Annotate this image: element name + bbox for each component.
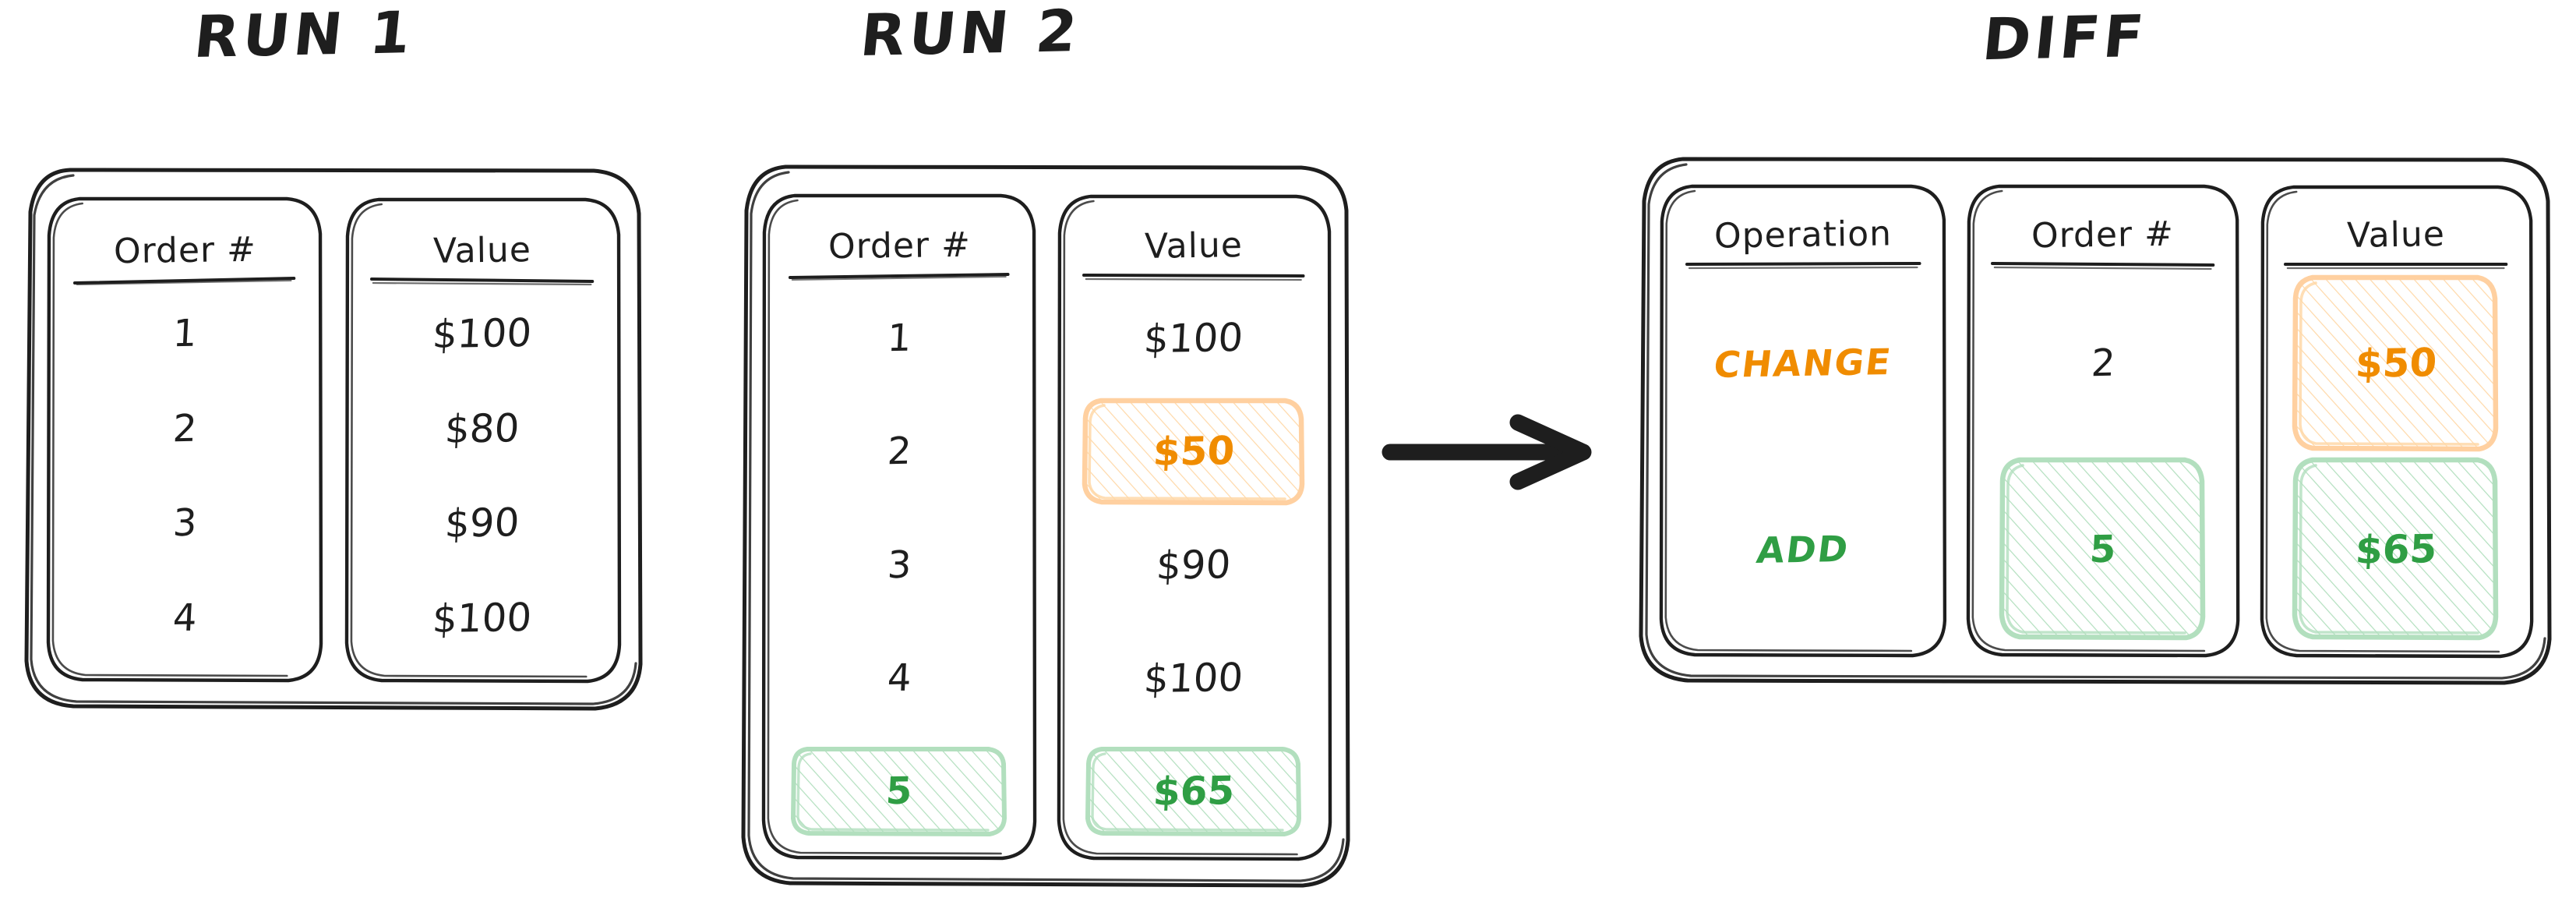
panel-diff: Operation CHANGE ADD xyxy=(1636,154,2556,685)
cell-value: 3 xyxy=(886,543,912,587)
header-underline xyxy=(1082,270,1305,281)
cell-value: $90 xyxy=(1155,541,1233,589)
table-cell-changed: $50 xyxy=(1064,394,1323,507)
header-underline xyxy=(72,275,296,286)
table-cell: $90 xyxy=(352,476,612,571)
panel-run2: Order # 1 2 xyxy=(739,162,1354,889)
cell-value: 1 xyxy=(171,311,198,356)
table-cell: 2 xyxy=(770,394,1029,507)
cell-value: $65 xyxy=(1152,768,1236,815)
cell-value: $65 xyxy=(2354,525,2438,573)
cell-value: $50 xyxy=(1152,428,1236,475)
cell-value: 4 xyxy=(886,656,912,701)
table-cell: 4 xyxy=(770,621,1029,734)
column-header: Value xyxy=(2346,214,2446,256)
column-header: Order # xyxy=(113,229,256,272)
column-value: Value $100 xyxy=(1055,192,1332,862)
column-header: Value xyxy=(432,230,532,271)
panel-run1: Order # 1 2 xyxy=(22,165,645,711)
cell-value: $100 xyxy=(1142,314,1245,362)
header-underline xyxy=(370,275,595,286)
header-underline xyxy=(1685,260,1921,270)
cell-value: $80 xyxy=(443,405,521,452)
table-cell: 1 xyxy=(55,286,315,381)
cell-value: $90 xyxy=(443,500,521,547)
table-cell: 1 xyxy=(770,281,1029,394)
header-underline xyxy=(2284,260,2508,270)
table-cell: 2 xyxy=(55,381,315,476)
table-cell-operation: ADD xyxy=(1666,457,1940,643)
table-cell: $100 xyxy=(1064,621,1323,734)
arrow-right-icon xyxy=(1379,405,1613,499)
table-cell: $100 xyxy=(352,286,612,381)
column-header: Operation xyxy=(1713,214,1893,256)
table-cell: 2 xyxy=(1973,270,2233,457)
cell-value: 5 xyxy=(2088,527,2118,572)
panel-title-run2: RUN 2 xyxy=(857,0,1084,69)
table-cell-changed: $50 xyxy=(2266,270,2526,457)
cell-value: 1 xyxy=(886,316,912,360)
cell-value: 2 xyxy=(886,429,912,474)
operation-label: ADD xyxy=(1754,527,1852,571)
column-header: Order # xyxy=(827,224,971,267)
cell-value: $100 xyxy=(1142,654,1245,702)
table-cell-added: $65 xyxy=(2266,457,2526,643)
table-cell: 3 xyxy=(55,476,315,571)
table-cell: $100 xyxy=(352,571,612,666)
cell-value: 2 xyxy=(2090,341,2116,386)
panel-title-diff: DIFF xyxy=(1979,2,2151,74)
table-cell-added: 5 xyxy=(1973,457,2233,643)
column-order-number: Order # 1 2 xyxy=(45,195,324,684)
cell-value: $100 xyxy=(431,309,534,358)
column-value: Value xyxy=(2258,182,2534,659)
table-cell: $100 xyxy=(1064,281,1323,394)
column-header: Value xyxy=(1144,225,1244,267)
column-order-number: Order # 2 xyxy=(1965,182,2241,659)
table-cell: $90 xyxy=(1064,508,1323,621)
column-operation: Operation CHANGE ADD xyxy=(1658,182,1948,659)
column-header: Order # xyxy=(2031,214,2175,256)
column-order-number: Order # 1 2 xyxy=(760,192,1038,862)
table-cell: 3 xyxy=(770,508,1029,621)
table-cell: 4 xyxy=(55,571,315,666)
column-value: Value $100 $80 xyxy=(343,195,622,684)
cell-value: $50 xyxy=(2354,340,2438,387)
table-cell-added: $65 xyxy=(1064,735,1323,848)
table-cell: $80 xyxy=(352,381,612,476)
header-underline xyxy=(788,270,1011,281)
panel-title-run1: RUN 1 xyxy=(191,0,418,71)
cell-value: 5 xyxy=(884,769,914,814)
table-cell-added: 5 xyxy=(770,735,1029,848)
cell-value: 2 xyxy=(171,406,198,451)
operation-label: CHANGE xyxy=(1711,341,1895,387)
table-cell-operation: CHANGE xyxy=(1666,270,1940,457)
header-underline xyxy=(1991,260,2215,270)
cell-value: 4 xyxy=(171,596,198,641)
cell-value: $100 xyxy=(431,594,534,642)
cell-value: 3 xyxy=(171,501,198,546)
